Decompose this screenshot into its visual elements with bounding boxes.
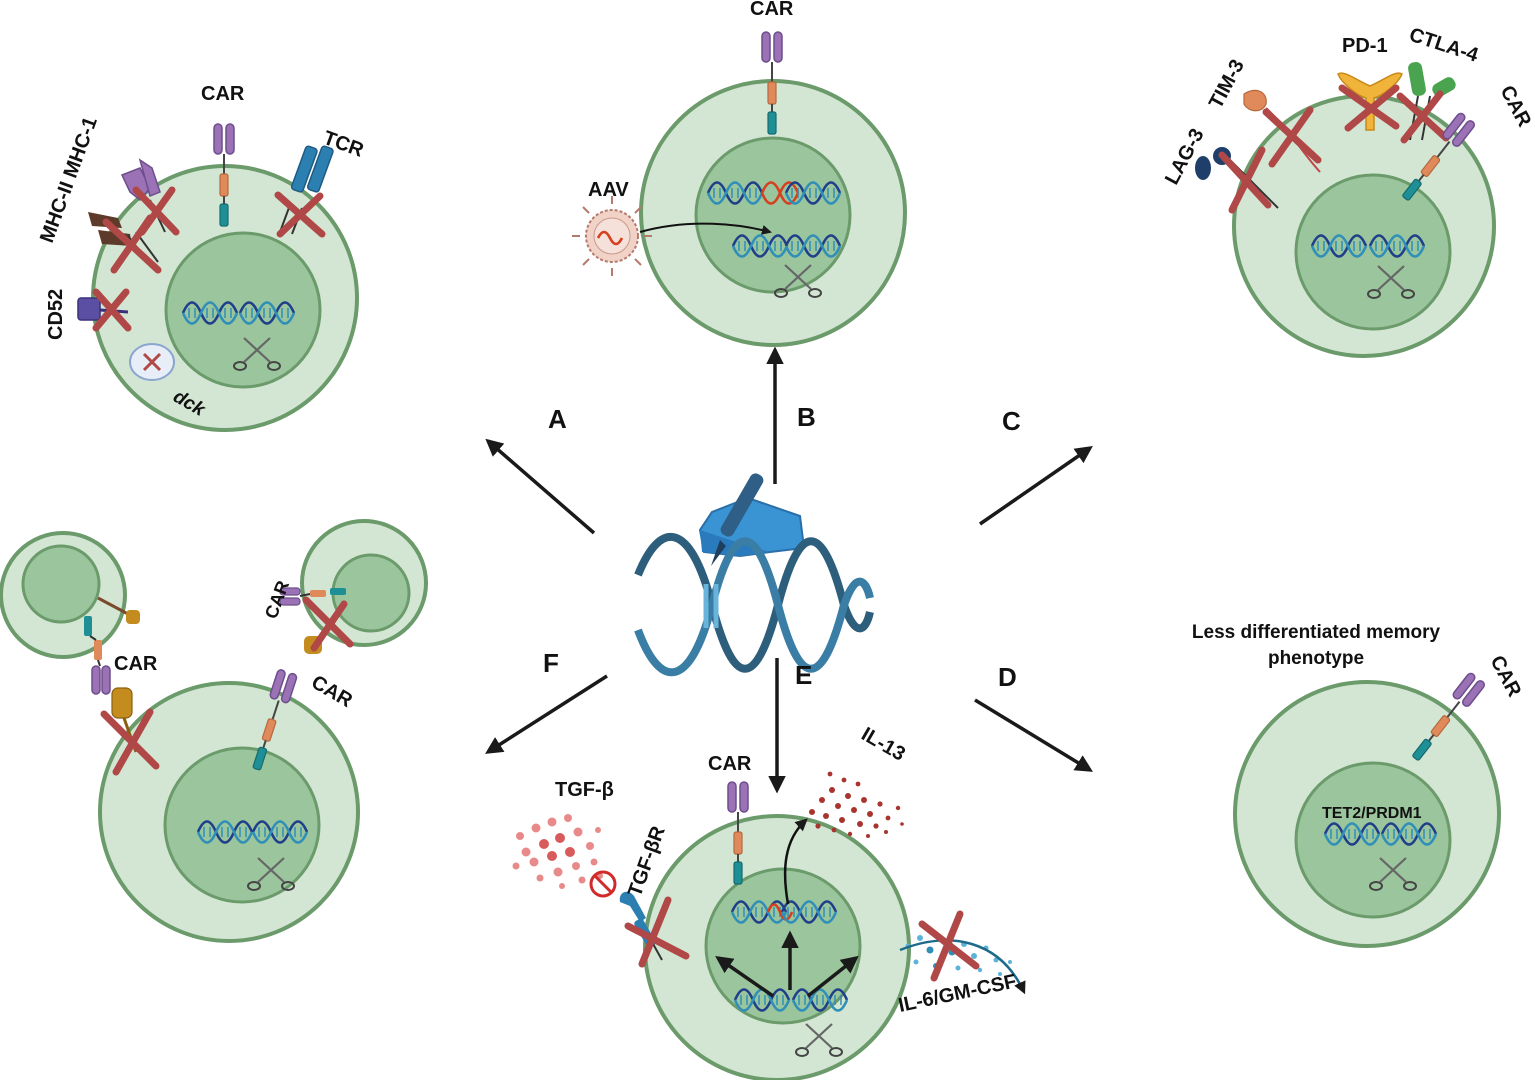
virus-icon	[572, 196, 652, 276]
phenotype-title-line2: phenotype	[1268, 648, 1364, 669]
tim3-label: TIM-3	[1205, 56, 1249, 112]
edited-dna	[730, 900, 838, 924]
car-label: CAR	[750, 0, 794, 20]
panel-label-c: C	[1002, 406, 1021, 436]
cd52-label: CD52	[45, 289, 67, 340]
car-label-main: CAR	[308, 671, 357, 712]
pd1-receptor	[1337, 72, 1403, 131]
panel-label-d: D	[998, 662, 1017, 692]
panel-label-e: E	[795, 660, 812, 690]
il13-cytokines	[809, 771, 904, 838]
panel-b: CAR AAV	[572, 0, 907, 347]
tgfb-label: TGF-β	[555, 779, 614, 801]
car-label: CAR	[1486, 652, 1526, 701]
arrow-c	[979, 446, 1093, 526]
edited-dna	[706, 181, 842, 205]
panel-e: CAR IL-13 TGF-β	[512, 723, 1026, 1080]
panel-f: CAR CAR CAR	[0, 519, 428, 943]
car-receptor	[279, 587, 346, 606]
car-label: CAR	[708, 753, 752, 775]
arrow-a	[485, 438, 596, 535]
phenotype-title-line1: Less differentiated memory	[1192, 622, 1441, 643]
hand-pen-icon	[698, 473, 806, 566]
panel-label-a: A	[548, 404, 567, 434]
car-label: CAR	[1496, 82, 1535, 131]
il6-gmcsf-label: IL-6/GM-CSF	[896, 970, 1018, 1016]
car-label: CAR	[201, 83, 245, 105]
car-label-left: CAR	[114, 653, 158, 675]
dna-icon	[634, 532, 874, 677]
panel-label-b: B	[797, 402, 816, 432]
panel-c: LAG-3 TIM-3 PD-1 CTLA-4 CAR	[1161, 24, 1535, 358]
center-editing-icon	[634, 473, 874, 677]
tcr-receptor	[279, 145, 334, 235]
arrow-f	[485, 674, 608, 754]
il13-label: IL-13	[858, 723, 909, 765]
ctla4-label: CTLA-4	[1406, 24, 1481, 67]
cell-nucleus	[163, 746, 321, 904]
cell-nucleus	[694, 136, 852, 294]
target-cell-left-nucleus	[21, 544, 101, 624]
inhibit-icon	[589, 870, 617, 898]
cell-nucleus	[164, 231, 322, 389]
panel-label-f: F	[543, 648, 559, 678]
cell-nucleus	[1294, 761, 1452, 919]
tgfb-cytokines	[512, 814, 603, 889]
mhc1-receptor	[120, 158, 166, 233]
arrow-d	[974, 698, 1093, 772]
panel-a: CAR TCR MHC-II MHC-1	[36, 83, 367, 432]
aav-label: AAV	[588, 179, 629, 201]
car-receptor	[84, 616, 111, 695]
tet2-prdm1-label: TET2/PRDM1	[1322, 805, 1422, 822]
panel-d: Less differentiated memory phenotype TET…	[1192, 622, 1526, 948]
pd1-label: PD-1	[1342, 35, 1388, 57]
